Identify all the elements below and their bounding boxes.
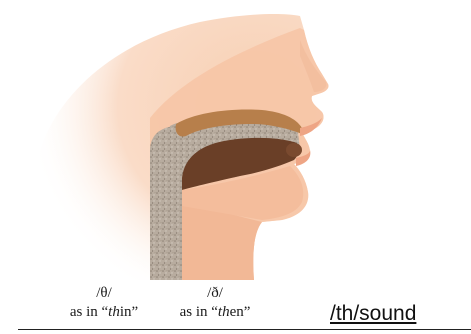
caption-theta-emph: th — [108, 304, 120, 320]
caption-theta-symbol: /θ/ — [54, 284, 154, 303]
caption-theta: /θ/ as in “thin” — [54, 284, 154, 322]
caption-eth-prefix: as in “ — [180, 304, 218, 320]
caption-eth-emph: th — [218, 304, 230, 320]
caption-eth: /ð/ as in “then” — [160, 284, 270, 322]
caption-theta-suffix: in” — [120, 304, 138, 320]
caption-theta-prefix: as in “ — [70, 304, 108, 320]
caption-eth-suffix: en” — [230, 304, 251, 320]
baseline-rule — [18, 329, 471, 330]
tongue-tip — [286, 143, 302, 157]
th-sound-label: /th/sound — [330, 301, 471, 327]
caption-eth-symbol: /ð/ — [160, 284, 270, 303]
